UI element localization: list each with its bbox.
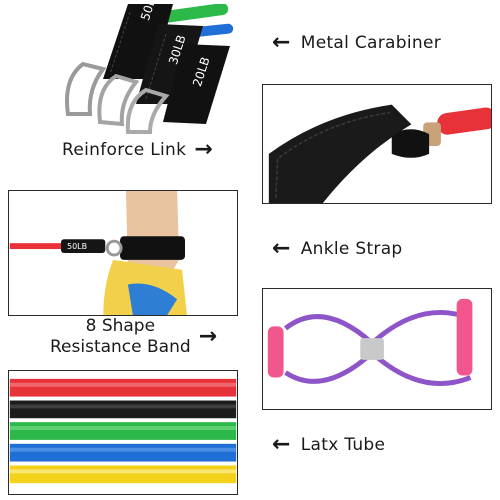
ankle-strap-label: ← Ankle Strap xyxy=(272,238,403,260)
carabiner-photo: 50LB 30LB 20LB xyxy=(8,4,236,134)
reinforce-link-photo xyxy=(262,84,492,204)
arrow-right-icon: → xyxy=(194,137,213,162)
eight-shape-band-photo xyxy=(262,288,492,410)
latex-tube-photo xyxy=(8,370,238,495)
latex-tube-text: Latx Tube xyxy=(300,435,386,455)
latex-tube-label: ← Latx Tube xyxy=(272,434,385,456)
eight-shape-text-line1: 8 Shape xyxy=(85,316,156,336)
arrow-left-icon: ← xyxy=(272,30,291,55)
eight-shape-label: 8 Shape Resistance Band → xyxy=(50,316,217,358)
arrow-right-icon: → xyxy=(198,324,218,349)
reinforce-link-label: Reinforce Link → xyxy=(62,139,213,161)
ankle-strap-illustration xyxy=(9,191,237,315)
eight-shape-band-illustration xyxy=(263,289,491,409)
arrow-left-icon: ← xyxy=(272,432,291,457)
metal-carabiner-text: Metal Carabiner xyxy=(300,33,442,53)
ankle-weight-tag: 50LB xyxy=(67,242,88,251)
arrow-left-icon: ← xyxy=(272,236,291,261)
ankle-strap-photo: 50LB xyxy=(8,190,238,316)
eight-shape-text-line2: Resistance Band xyxy=(50,337,191,357)
reinforce-link-illustration xyxy=(263,85,491,203)
reinforce-link-text: Reinforce Link xyxy=(62,140,187,160)
carabiner-illustration xyxy=(8,4,236,134)
metal-carabiner-label: ← Metal Carabiner xyxy=(272,32,441,54)
ankle-strap-text: Ankle Strap xyxy=(300,239,403,259)
latex-tube-illustration xyxy=(9,371,237,494)
